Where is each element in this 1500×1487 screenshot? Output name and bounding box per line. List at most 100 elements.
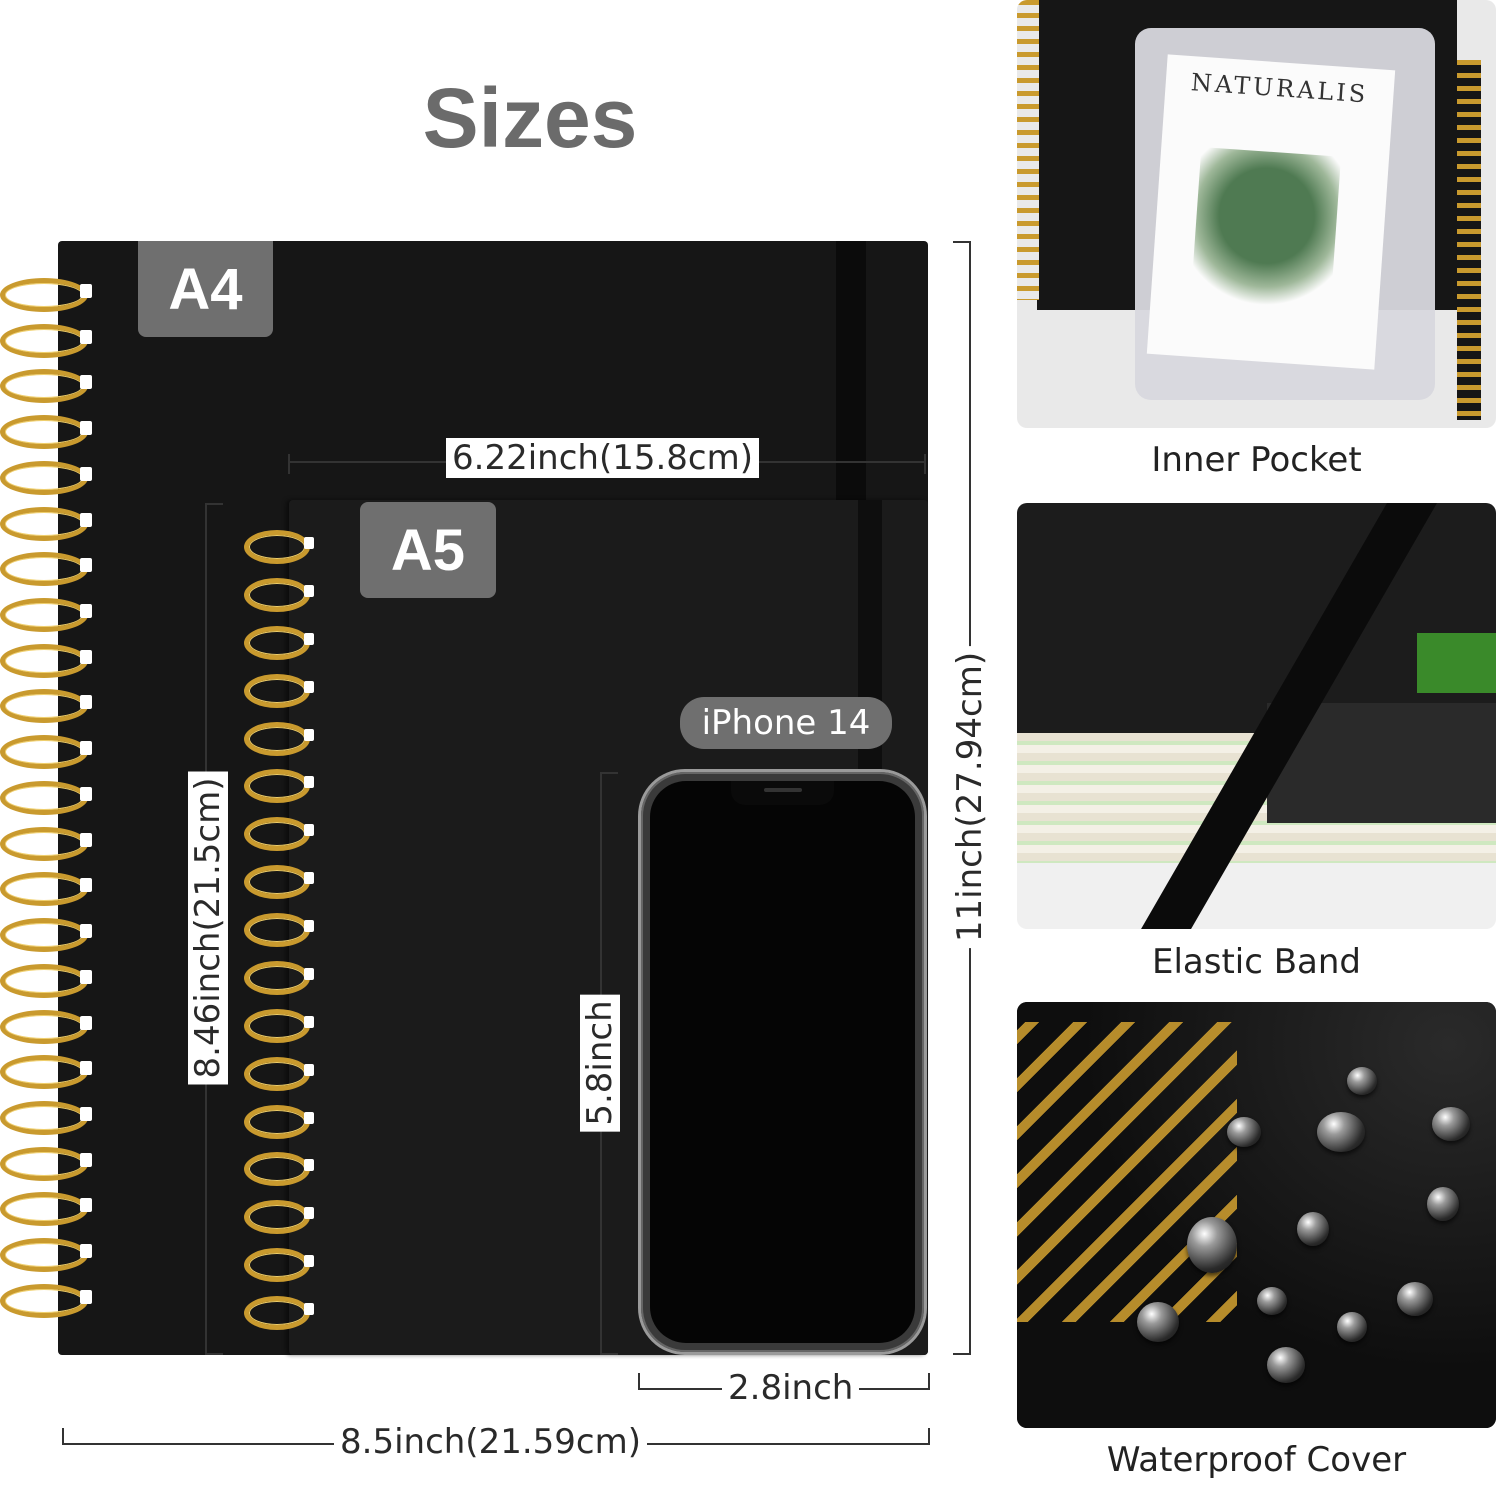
ring-hole [80,924,92,939]
spiral-ring [0,780,100,815]
ring-coil [0,643,88,678]
magazine-title: NATURALIS [1190,68,1370,109]
a5-height-label: 8.46inch(21.5cm) [188,771,228,1085]
ring-hole [80,1106,92,1121]
ring-hole [80,1198,92,1213]
spiral-ring [244,1248,322,1283]
iphone-notch [731,781,834,805]
ring-coil [0,963,88,998]
band-green-tab [1417,633,1496,693]
spiral-ring [244,1200,322,1235]
spiral-ring [0,598,100,633]
ring-coil [0,1283,88,1318]
spiral-ring [0,1146,100,1181]
phone-width-tick-right [928,1373,930,1389]
ring-hole [304,920,314,932]
iphone-speaker [764,788,802,792]
spiral-ring [244,625,322,660]
spiral-ring [0,918,100,953]
water-droplet [1317,1112,1365,1152]
spiral-ring [244,1152,322,1187]
ring-hole [80,558,92,573]
water-droplet [1137,1302,1179,1342]
ring-coil [244,1008,310,1043]
ring-hole [304,967,314,980]
ring-coil [0,506,88,541]
water-droplet [1337,1312,1367,1342]
ring-hole [80,786,92,801]
ring-hole [80,1244,92,1259]
ring-coil [244,913,310,947]
iphone-label-pill: iPhone 14 [680,697,892,749]
ring-coil [0,689,88,724]
spiral-ring [244,1008,322,1043]
phone-height-label: 5.8inch [580,994,620,1132]
ring-hole [80,878,92,893]
ring-hole [80,649,92,664]
ring-hole [304,537,314,549]
ring-hole [304,872,314,885]
elastic-band-photo [1017,503,1496,929]
water-droplet [1187,1217,1237,1273]
ring-coil [0,323,88,358]
a4-spiral-binding [0,278,100,1318]
ring-coil [0,369,88,404]
ring-coil [244,1248,310,1283]
ring-hole [80,1289,92,1304]
magazine-page: NATURALIS [1146,54,1396,370]
ring-coil [0,1192,88,1227]
ring-hole [304,680,314,693]
spiral-ring [0,1192,100,1227]
spiral-ring [0,460,100,495]
water-droplet [1267,1347,1305,1383]
water-droplet [1432,1107,1470,1141]
elastic-band-caption: Elastic Band [1151,942,1362,982]
spiral-ring [0,506,100,541]
phone-height-tick-bottom [600,1353,618,1355]
spiral-ring [0,963,100,998]
spiral-ring [244,865,322,900]
inner-pocket-caption: Inner Pocket [1151,440,1362,480]
ring-hole [304,1111,314,1124]
ring-hole [304,1255,314,1268]
ring-coil [0,735,88,770]
spiral-ring [0,872,100,907]
spiral-ring [244,913,322,947]
phone-height-tick-top [600,772,618,774]
spiral-ring [0,278,100,312]
a4-width-tick-right [928,1428,930,1444]
spiral-ring [244,1296,322,1330]
ring-coil [0,1100,88,1135]
water-droplet [1427,1187,1459,1221]
spiral-ring [244,960,322,995]
ring-coil [0,872,88,907]
ring-hole [304,728,314,741]
spiral-ring [0,323,100,358]
a4-size-badge: A4 [138,241,273,337]
ring-coil [244,1152,310,1187]
ring-coil [244,1200,310,1235]
iphone-device [641,772,924,1352]
a5-width-tick-left [288,454,290,474]
ring-hole [80,1152,92,1167]
spiral-ring [244,1056,322,1091]
ring-hole [304,1159,314,1172]
pocket-left-rings [1017,0,1039,300]
ring-hole [80,512,92,527]
spiral-ring [244,1104,322,1139]
a4-width-tick-left [62,1428,64,1444]
spiral-ring [0,1238,100,1273]
ring-hole [304,1303,314,1315]
spiral-ring [0,1009,100,1044]
a5-size-badge: A5 [360,502,496,598]
ring-coil [0,1238,88,1273]
spiral-ring [0,415,100,450]
ring-coil [0,552,88,587]
phone-width-tick-left [638,1373,640,1389]
ring-coil [0,826,88,861]
a4-height-label: 11inch(27.94cm) [950,645,990,949]
ring-hole [80,969,92,984]
water-droplet [1397,1282,1433,1316]
spiral-ring [0,643,100,678]
spiral-ring [0,1100,100,1135]
